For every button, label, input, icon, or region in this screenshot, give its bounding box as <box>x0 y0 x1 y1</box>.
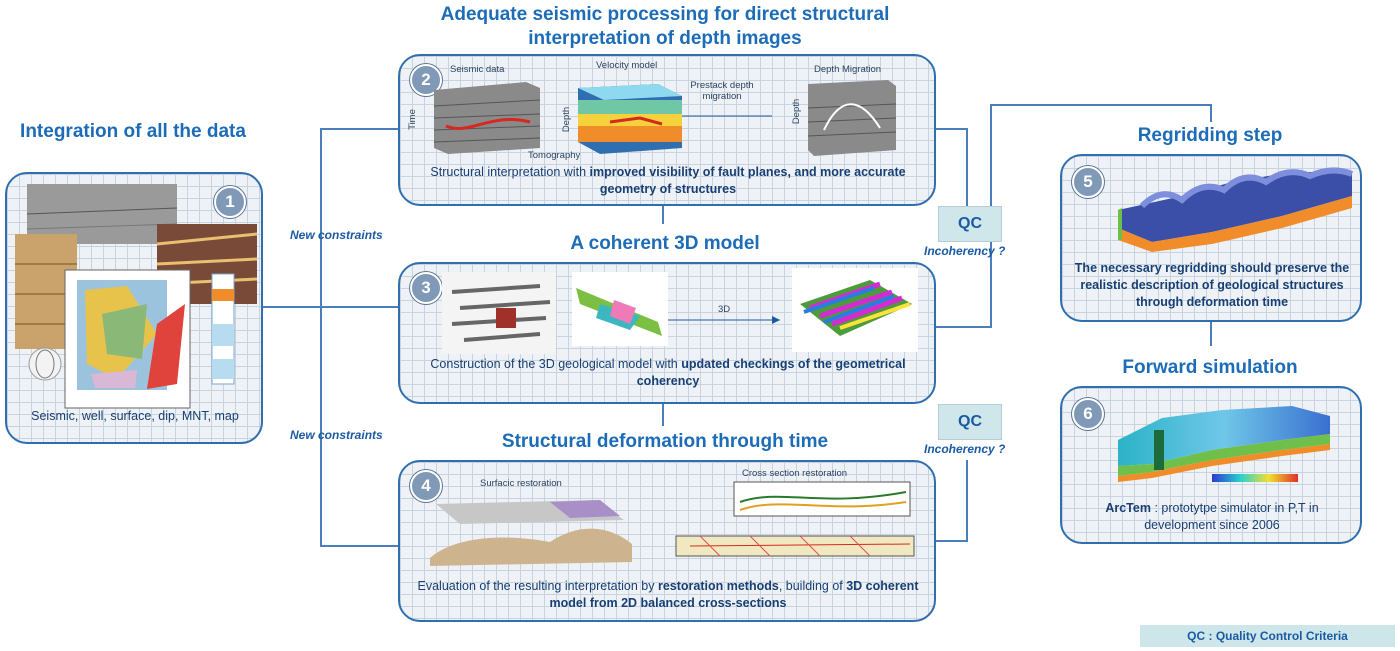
qc-badge-1: QC <box>938 206 1002 242</box>
data-collage-image <box>15 184 258 409</box>
model-images <box>442 268 918 354</box>
connector-line <box>262 306 322 308</box>
label-3d: 3D <box>718 304 731 315</box>
velocity-model-label: Velocity model <box>596 60 658 71</box>
new-constraints-label-1: New constraints <box>290 228 383 242</box>
connector-line <box>966 128 968 208</box>
connector-line <box>936 540 968 542</box>
step1-number: 1 <box>214 186 246 218</box>
step6-number: 6 <box>1072 398 1104 430</box>
step3-number: 3 <box>410 272 442 304</box>
surfacic-restoration-label: Surfacic restoration <box>480 478 562 489</box>
step4-caption: Evaluation of the resulting interpretati… <box>410 578 926 612</box>
step2-box: 2 Seismic data Velocity model Prestack d… <box>398 54 936 206</box>
simulation-image <box>1118 406 1330 482</box>
step4-title: Structural deformation through time <box>501 431 829 452</box>
step5-title: Regridding step <box>1137 125 1283 146</box>
connector-line <box>662 206 664 224</box>
step6-caption-plain: : prototytpe simulator in P,T in develop… <box>1144 501 1319 532</box>
step4-caption-bold2: 3D coherent model from 2D balanced cross… <box>549 579 919 610</box>
step2-title-line1: Adequate seismic processing for direct s… <box>440 4 890 25</box>
step1-box: 1 Seismic, well, surface, dip, MNT, map <box>5 172 263 444</box>
step3-box: 3 3D Construction of the 3D geological m… <box>398 262 936 404</box>
connector-line <box>1210 322 1212 346</box>
step1-title: Integration of all the data <box>20 121 246 142</box>
new-constraints-label-2: New constraints <box>290 428 383 442</box>
step2-caption: Structural interpretation with improved … <box>410 164 926 198</box>
regridding-image <box>1118 167 1354 252</box>
connector-line <box>320 545 398 547</box>
qc-legend: QC : Quality Control Criteria <box>1140 625 1395 647</box>
step6-title: Forward simulation <box>1122 357 1298 378</box>
step6-caption: ArcTem : prototytpe simulator in P,T in … <box>1070 500 1354 534</box>
step5-number: 5 <box>1072 166 1104 198</box>
step5-caption: The necessary regridding should preserve… <box>1074 261 1350 309</box>
step2-caption-plain: Structural interpretation with <box>430 165 590 179</box>
step4-caption-bold1: restoration methods <box>657 579 779 593</box>
step3-caption-bold: updated checkings of the geometrical coh… <box>636 357 906 388</box>
step5-box: 5 The necessary regridding should preser… <box>1060 154 1362 322</box>
step4-box: 4 Surfacic restoration Cross section res… <box>398 460 936 622</box>
prestack-label: Prestack depth migration <box>690 80 754 102</box>
tomography-label: Tomography <box>528 150 581 161</box>
step6-box: 6 ArcTem : prototytpe simulator in P,T i… <box>1060 386 1362 544</box>
connector-line <box>990 104 1212 106</box>
step3-title: A coherent 3D model <box>570 233 760 254</box>
incoherency-label-2: Incoherency ? <box>924 442 1006 456</box>
step2-title-line2: interpretation of depth images <box>528 28 802 49</box>
restoration-images <box>430 481 915 566</box>
step3-caption: Construction of the 3D geological model … <box>410 356 926 390</box>
step4-caption-plain2: , building of <box>778 579 847 593</box>
cross-section-restoration-label: Cross section restoration <box>742 468 848 479</box>
connector-line <box>320 128 322 546</box>
step4-caption-plain: Evaluation of the resulting interpretati… <box>417 579 658 593</box>
connector-line <box>320 128 398 130</box>
step6-caption-bold: ArcTem <box>1105 501 1151 515</box>
step2-caption-bold: improved visibility of fault planes, and… <box>589 165 906 196</box>
step4-number: 4 <box>410 470 442 502</box>
incoherency-label-1: Incoherency ? <box>924 244 1006 258</box>
seismic-data-label: Seismic data <box>450 64 505 75</box>
connector-line <box>1210 104 1212 122</box>
step1-caption: Seismic, well, surface, dip, MNT, map <box>31 409 239 423</box>
seismic-images <box>433 80 897 156</box>
connector-line <box>966 460 968 542</box>
qc-badge-2: QC <box>938 404 1002 440</box>
depth-migration-label: Depth Migration <box>814 64 882 75</box>
connector-line <box>936 326 992 328</box>
connector-line <box>320 306 398 308</box>
step3-caption-plain: Construction of the 3D geological model … <box>430 357 682 371</box>
connector-line <box>936 128 968 130</box>
connector-line <box>662 404 664 426</box>
